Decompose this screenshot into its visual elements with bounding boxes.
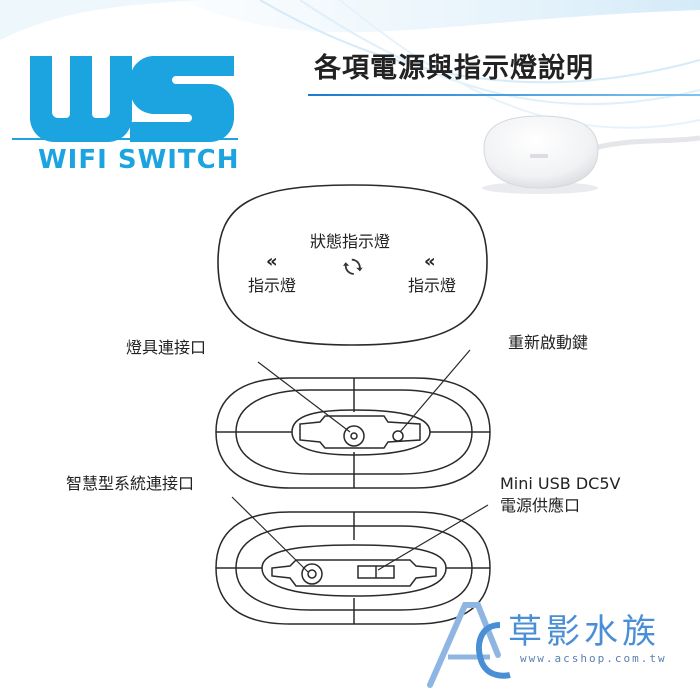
device-photo bbox=[482, 115, 700, 194]
title-underline bbox=[308, 94, 700, 96]
leader-lamp-port bbox=[257, 361, 351, 433]
logo-divider bbox=[12, 138, 238, 140]
logo-subtitle: WIFI SWITCH bbox=[38, 145, 240, 175]
reset-button-label: 重新啟動鍵 bbox=[508, 333, 589, 352]
left-indicator-label: 指示燈 bbox=[248, 276, 297, 295]
leader-reset bbox=[399, 349, 471, 433]
chevron-left-double-icon: « bbox=[424, 251, 436, 272]
brand-name: 草影水族 bbox=[508, 612, 660, 652]
right-indicator-label: 指示燈 bbox=[408, 276, 457, 295]
brand-url: www.acshop.com.tw bbox=[520, 652, 667, 665]
side-view-1 bbox=[215, 377, 491, 489]
sync-icon bbox=[343, 258, 363, 275]
lamp-port-label: 燈具連接口 bbox=[126, 338, 207, 357]
top-view-outline bbox=[217, 184, 488, 346]
ws-logo bbox=[22, 48, 242, 178]
leader-usb-port bbox=[377, 504, 489, 571]
status-light-label: 狀態指示燈 bbox=[310, 232, 391, 251]
smart-system-port-label: 智慧型系統連接口 bbox=[66, 474, 195, 493]
page-title: 各項電源與指示燈說明 bbox=[314, 53, 594, 84]
ws-logo-icon bbox=[30, 56, 234, 142]
chevron-left-double-icon: « bbox=[266, 251, 278, 272]
usb-port-label-line2: 電源供應口 bbox=[500, 496, 581, 515]
usb-port-label-line1: Mini USB DC5V bbox=[500, 474, 621, 493]
leader-smart-port bbox=[231, 496, 309, 573]
ac-logo-icon bbox=[427, 602, 511, 688]
